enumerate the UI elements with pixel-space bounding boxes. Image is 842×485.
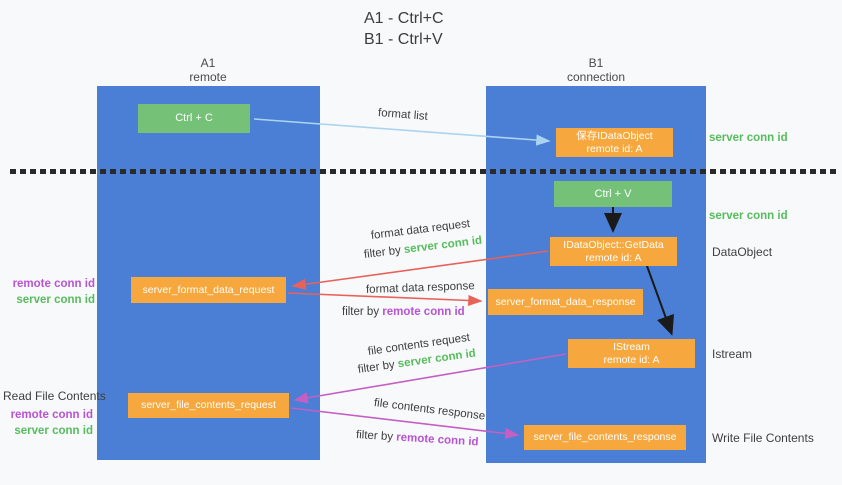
node-server-file-contents-response: server_file_contents_response: [524, 425, 686, 450]
server-format-data-request-label: server_format_data_request: [142, 283, 275, 296]
format-data-response-arrow: [287, 292, 483, 307]
title-line-2: B1 - Ctrl+V: [364, 31, 443, 48]
format-list-arrow: [253, 118, 551, 146]
lane-a1-role: remote: [189, 70, 227, 84]
title-line-1: A1 - Ctrl+C: [364, 10, 444, 27]
node-idataobject-getdata: IDataObject::GetData remote id: A: [550, 237, 677, 266]
remote-conn-id-text: remote conn id: [382, 306, 465, 318]
node-server-format-data-request: server_format_data_request: [131, 277, 286, 303]
getdata-line1: IDataObject::GetData: [563, 238, 664, 251]
node-ctrl-c: Ctrl + C: [138, 104, 250, 133]
node-istream: IStream remote id: A: [568, 339, 695, 368]
server-conn-id-lower-label: server conn id: [14, 425, 93, 437]
lane-b1-id: B1: [588, 56, 604, 70]
server-file-contents-response-label: server_file_contents_response: [533, 431, 677, 443]
file-contents-request-arrow: [293, 353, 567, 404]
lane-a1-id: A1: [200, 56, 216, 70]
format-data-request-arrow: [291, 250, 549, 290]
filter-by-text: filter by: [355, 429, 397, 444]
ctrl-c-label: Ctrl + C: [175, 112, 213, 124]
lane-header-a1: A1 remote: [148, 56, 268, 84]
server-conn-id-upper-label: server conn id: [16, 294, 95, 306]
read-file-contents-label: Read File Contents: [3, 389, 106, 403]
diagram-title: A1 - Ctrl+C B1 - Ctrl+V: [364, 8, 444, 50]
server-conn-id-top-label: server conn id: [709, 132, 788, 144]
node-ctrl-v: Ctrl + V: [554, 181, 672, 207]
left-conn-id-block-lower: remote conn id server conn id: [0, 407, 93, 439]
format-data-response-filter-label: filter by remote conn id: [342, 306, 465, 318]
filter-by-text: filter by: [342, 306, 383, 318]
save-idataobject-line1: 保存IDataObject: [576, 129, 653, 142]
getdata-line2: remote id: A: [585, 251, 642, 264]
server-conn-id-mid-label: server conn id: [709, 210, 788, 222]
file-contents-response-arrow: [290, 407, 520, 440]
dataobject-label: DataObject: [712, 245, 773, 259]
dashed-divider-line: [10, 169, 836, 174]
istream-side-label: Istream: [712, 347, 753, 361]
lane-b1-role: connection: [566, 70, 626, 84]
istream-line1: IStream: [613, 340, 650, 353]
lane-header-b1: B1 connection: [536, 56, 656, 84]
ctrl-v-label: Ctrl + V: [594, 187, 632, 200]
remote-conn-id-lower-label: remote conn id: [10, 409, 93, 421]
istream-line2: remote id: A: [603, 353, 660, 366]
left-conn-id-block-upper: remote conn id server conn id: [0, 276, 95, 308]
server-file-contents-request-label: server_file_contents_request: [141, 399, 276, 411]
save-idataobject-line2: remote id: A: [586, 142, 643, 155]
node-save-idataobject: 保存IDataObject remote id: A: [556, 128, 673, 157]
remote-conn-id-upper-label: remote conn id: [12, 278, 95, 290]
getdata-to-istream-arrow: [646, 265, 674, 336]
write-file-contents-label: Write File Contents: [712, 431, 814, 445]
node-server-format-data-response: server_format_data_response: [488, 289, 643, 315]
node-server-file-contents-request: server_file_contents_request: [128, 393, 289, 418]
server-format-data-response-label: server_format_data_response: [495, 295, 636, 308]
